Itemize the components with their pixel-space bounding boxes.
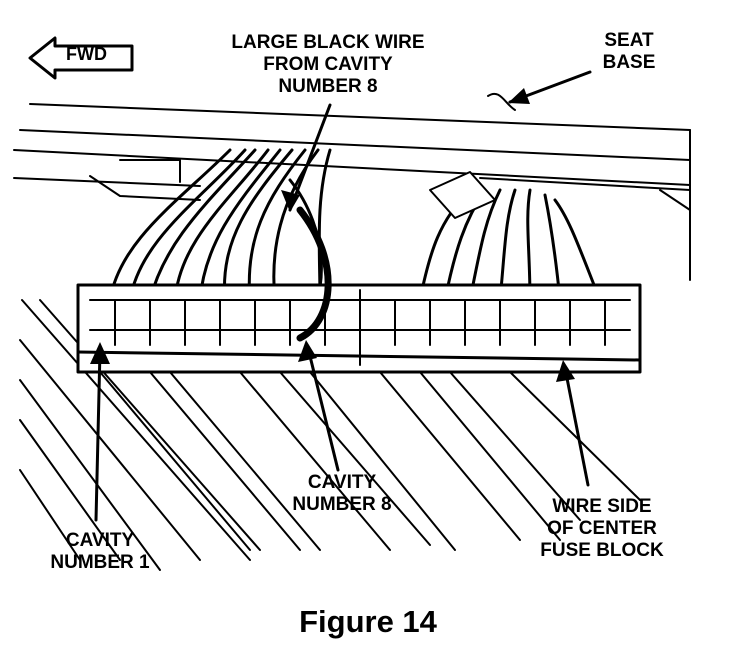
seat-base-label: SEAT BASE <box>602 30 656 73</box>
wire-side-label: WIRE SIDE OF CENTER FUSE BLOCK <box>540 496 664 561</box>
fwd-label: FWD <box>66 44 107 64</box>
cavity-number-8-label: CAVITY NUMBER 8 <box>292 472 392 515</box>
leader-lines <box>94 70 592 522</box>
seat-base-panels <box>13 103 691 281</box>
arrowheads <box>90 88 575 382</box>
figure-caption: Figure 14 <box>299 604 437 639</box>
harness-tape <box>429 171 496 219</box>
large-black-wire <box>296 206 332 342</box>
fwd-arrow-icon <box>28 36 134 80</box>
seat-base-squiggle <box>487 92 516 111</box>
fuse-block-cavities <box>89 289 631 366</box>
cavity-number-1-label: CAVITY NUMBER 1 <box>50 530 150 573</box>
large-black-wire-label: LARGE BLACK WIRE FROM CAVITY NUMBER 8 <box>231 32 425 97</box>
